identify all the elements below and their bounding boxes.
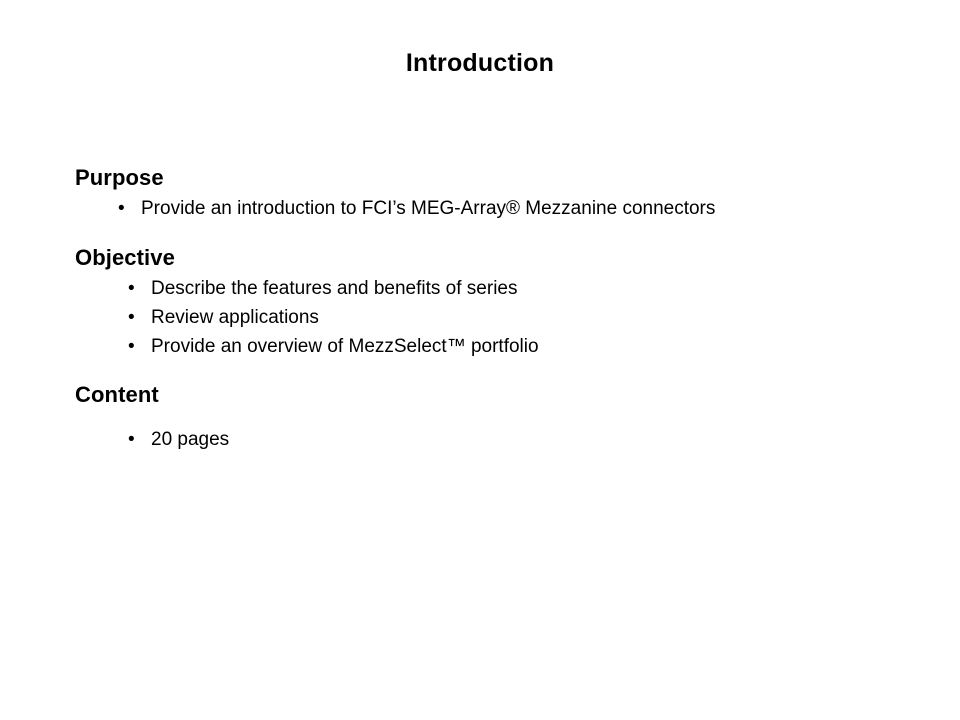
list-item-label: Describe the features and benefits of se… [151, 278, 518, 300]
section-heading-content: Content [75, 382, 159, 408]
list-item: • 20 pages [128, 425, 935, 454]
bullet-point-icon: • [128, 428, 135, 450]
slide-body: Purpose • Provide an introduction to FCI… [75, 165, 935, 454]
list-item-label: Provide an overview of MezzSelect™ portf… [151, 336, 539, 358]
section-objective: Objective • Describe the features and be… [75, 244, 935, 362]
bullet-point-icon: • [118, 197, 125, 219]
bullet-point-icon: • [128, 307, 135, 329]
bullet-list-content: • 20 pages [75, 425, 935, 454]
list-item-label: Provide an introduction to FCI’s MEG-Arr… [141, 197, 716, 219]
list-item: • Provide an overview of MezzSelect™ por… [128, 332, 935, 361]
list-item: • Review applications [128, 303, 935, 332]
section-heading-objective: Objective [75, 244, 175, 270]
section-purpose: Purpose • Provide an introduction to FCI… [75, 165, 935, 223]
list-item: • Provide an introduction to FCI’s MEG-A… [118, 194, 935, 223]
bullet-list-purpose: • Provide an introduction to FCI’s MEG-A… [75, 194, 935, 223]
section-heading-purpose: Purpose [75, 165, 164, 190]
slide-title: Introduction [405, 49, 555, 77]
bullet-point-icon: • [128, 336, 135, 358]
list-item: • Describe the features and benefits of … [128, 274, 935, 303]
list-item-label: Review applications [151, 307, 319, 329]
bullet-point-icon: • [128, 278, 135, 300]
bullet-list-objective: • Describe the features and benefits of … [75, 274, 935, 361]
list-item-label: 20 pages [151, 428, 230, 450]
section-content: Content • 20 pages [75, 383, 935, 454]
